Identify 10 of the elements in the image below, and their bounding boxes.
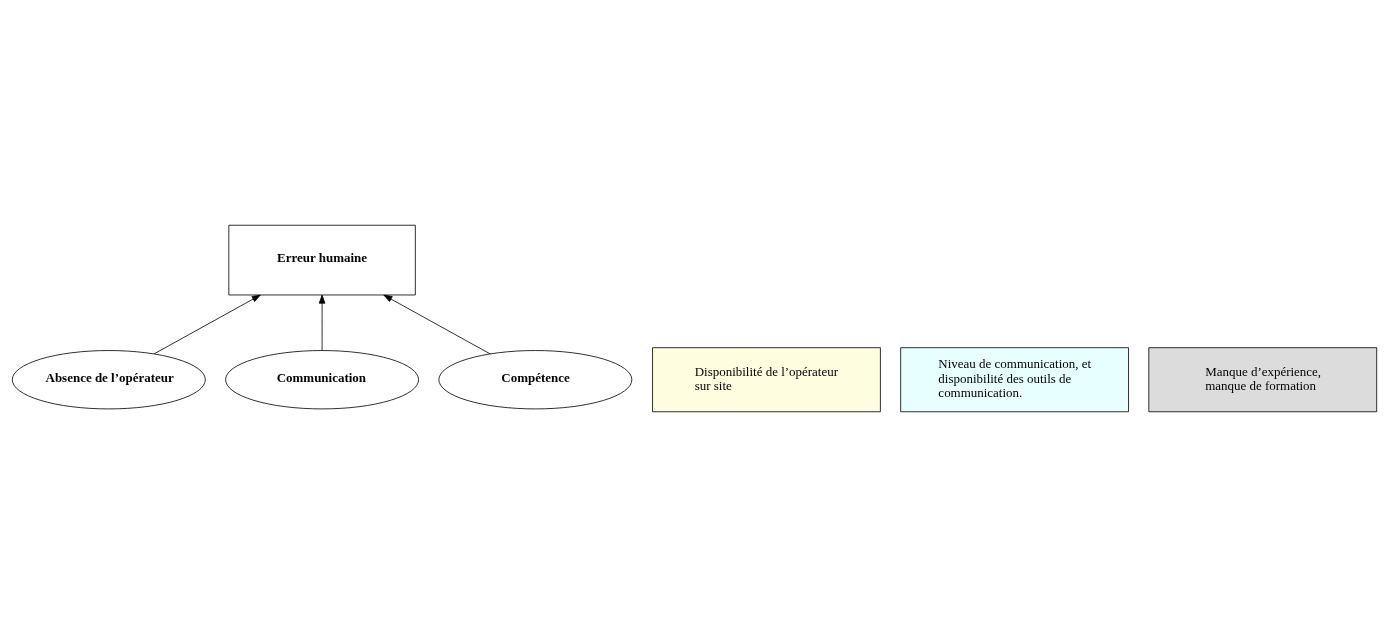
node-box: Disponibilité de l’opérateur sur site bbox=[652, 346, 881, 412]
arrow bbox=[153, 294, 261, 354]
node-box: Erreur humaine bbox=[228, 224, 416, 295]
node-ellipse: Compétence bbox=[438, 349, 633, 409]
arrow bbox=[318, 294, 326, 351]
node-box: Niveau de communication, et disponibilité des outils de communication. bbox=[900, 346, 1129, 412]
node-ellipse: Communication bbox=[225, 349, 419, 409]
arrow bbox=[383, 294, 491, 354]
node-box: Manque d’expérience, manque de formation bbox=[1148, 346, 1378, 412]
node-ellipse: Absence de l’opérateur bbox=[11, 349, 206, 409]
